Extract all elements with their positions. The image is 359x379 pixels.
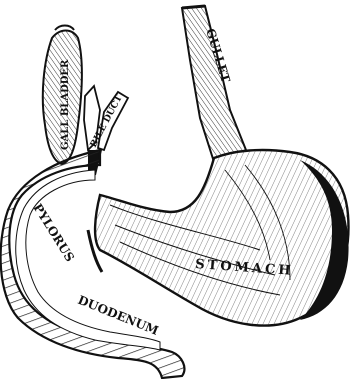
label-pylorus: PYLORUS [30,201,77,264]
stomach [95,150,349,326]
label-gall-bladder: GALL BLADDER [60,59,71,150]
